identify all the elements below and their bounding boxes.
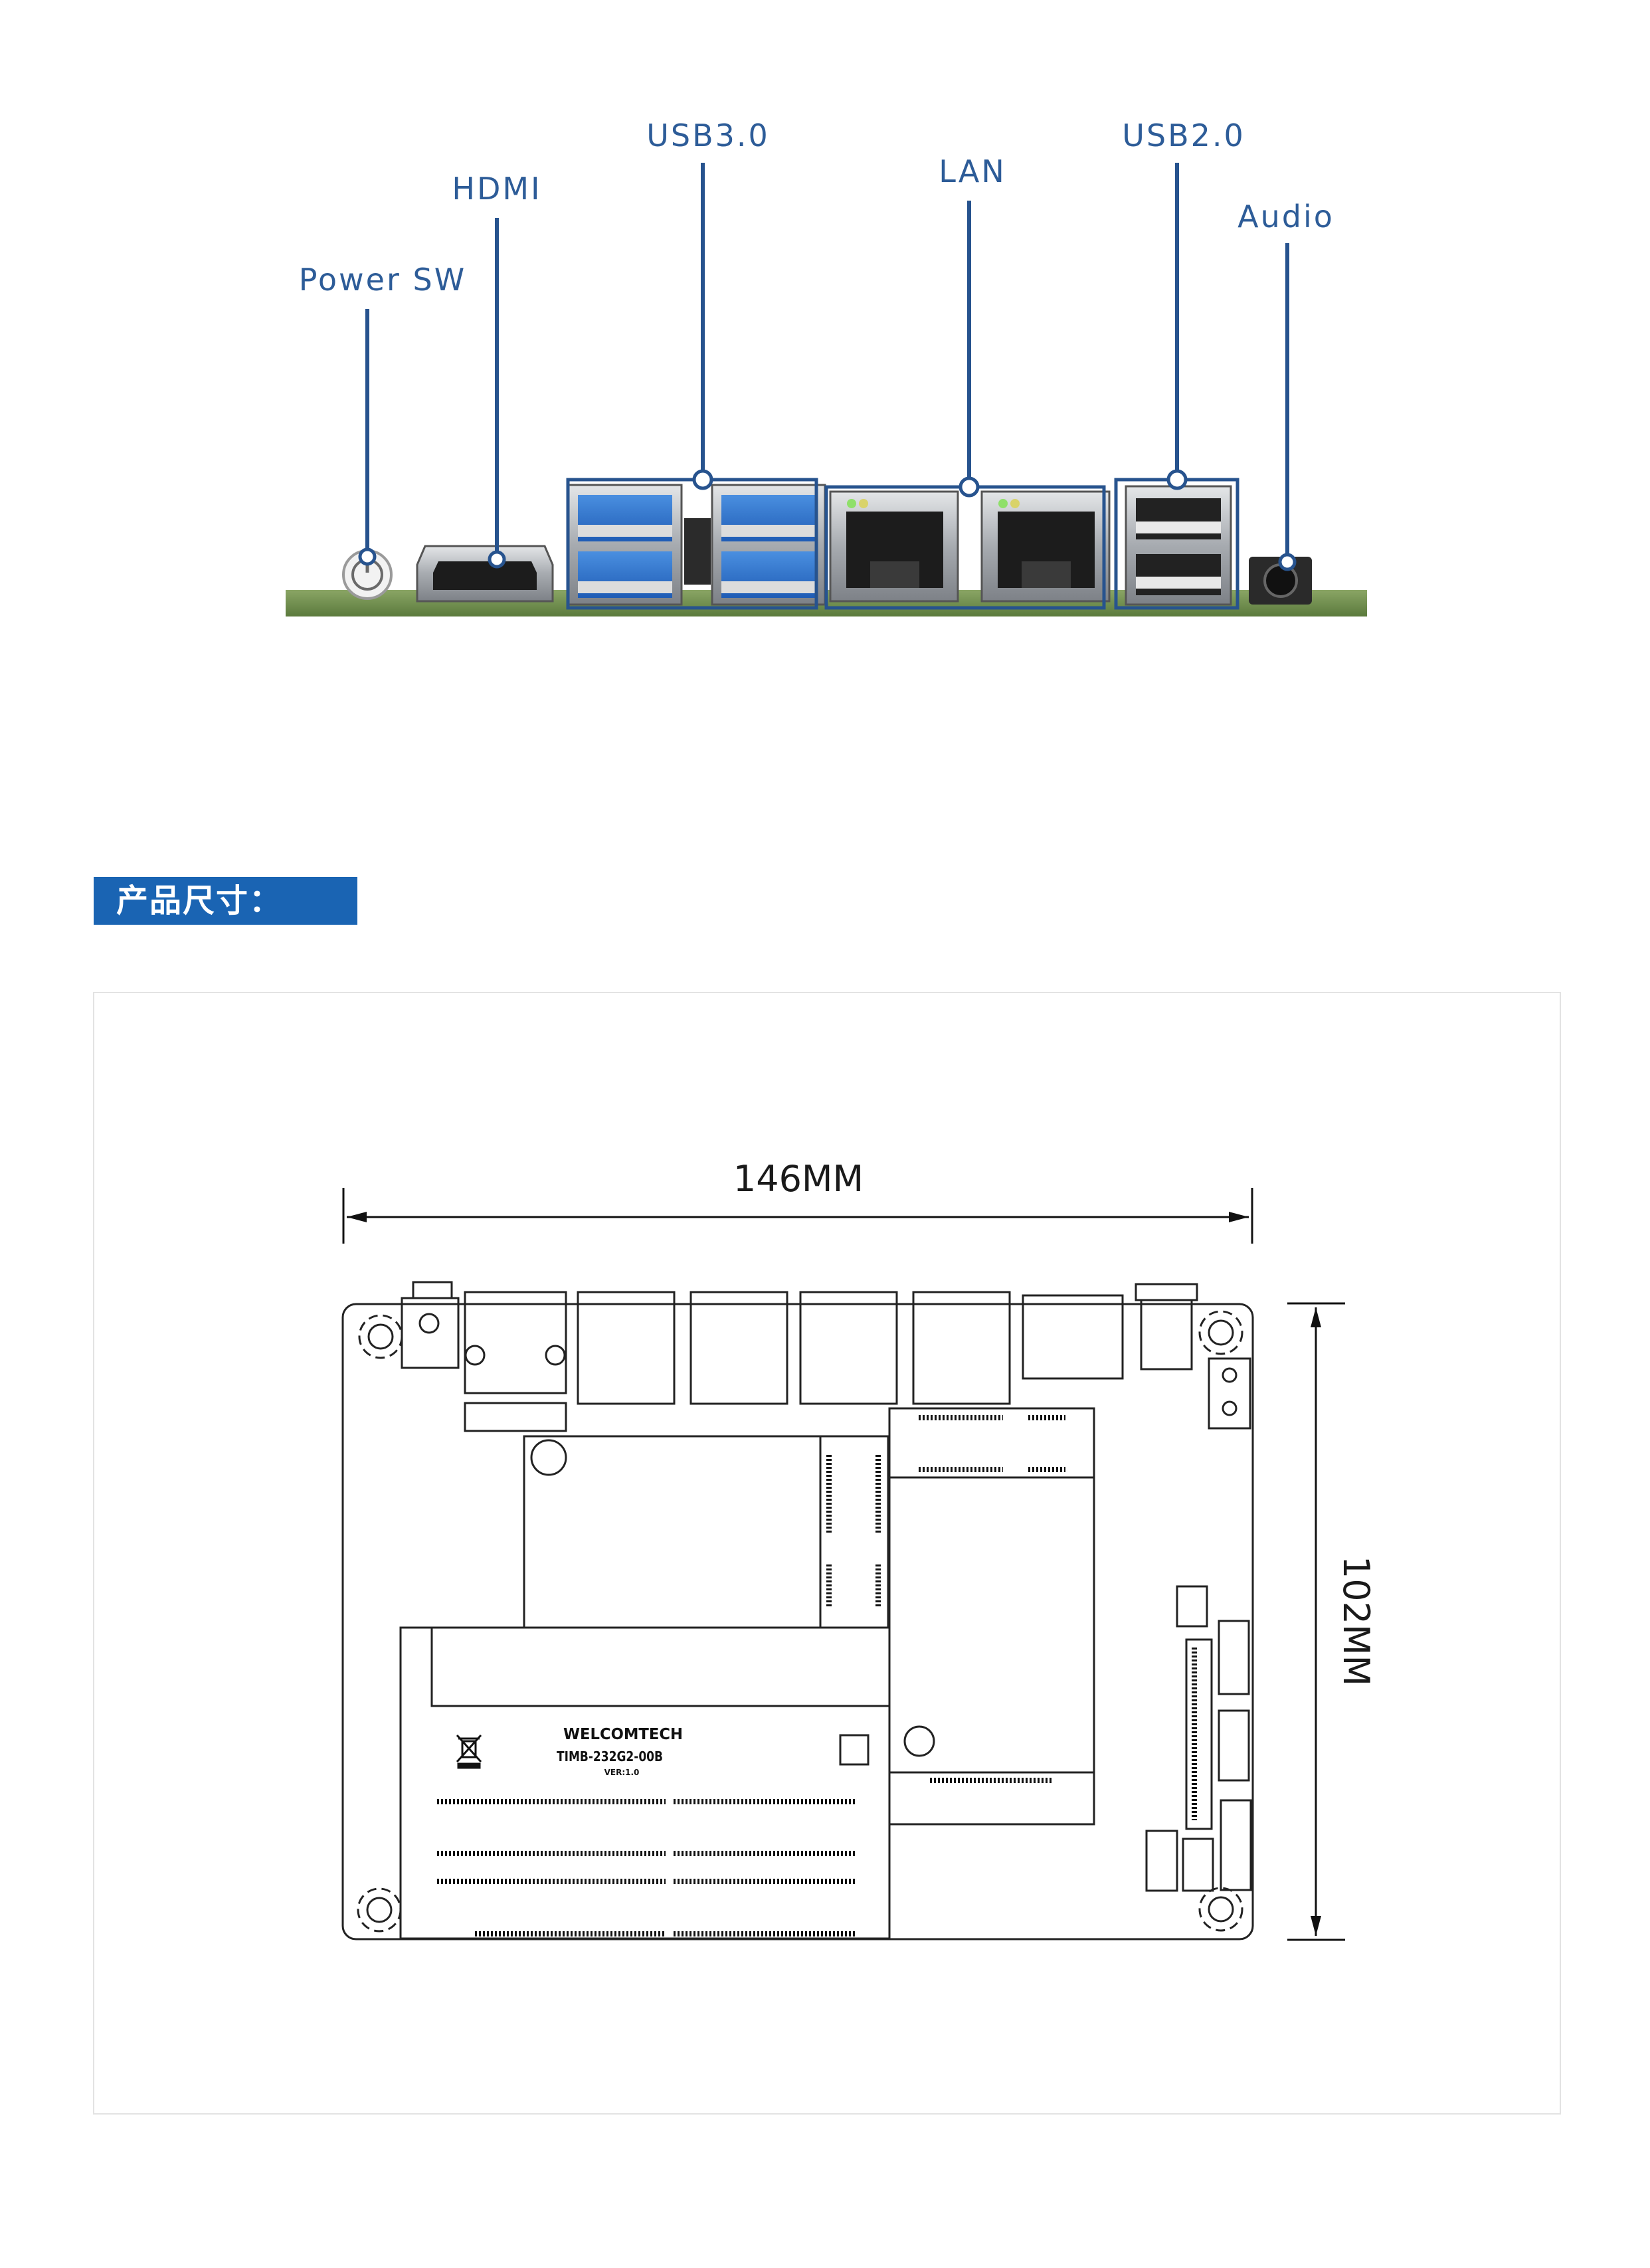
label-audio: Audio	[1238, 199, 1334, 235]
dimension-frame	[93, 992, 1561, 2115]
label-usb20: USB2.0	[1122, 118, 1245, 153]
hdmi-port-icon	[416, 545, 554, 603]
section-title: 产品尺寸：	[94, 877, 357, 925]
label-hdmi: HDMI	[452, 171, 541, 207]
usb20-port-icon	[1125, 485, 1232, 606]
io-ports-figure: Power SW HDMI USB3.0 LAN USB2.0 Audio	[286, 118, 1367, 616]
label-lan: LAN	[939, 153, 1006, 189]
label-usb30: USB3.0	[646, 118, 770, 153]
usb30-callout-box	[566, 478, 818, 610]
usb30-port-icon	[567, 484, 826, 606]
lan-port-icon	[829, 490, 1111, 603]
audio-jack-icon	[1249, 557, 1312, 605]
label-power-sw: Power SW	[299, 262, 466, 298]
